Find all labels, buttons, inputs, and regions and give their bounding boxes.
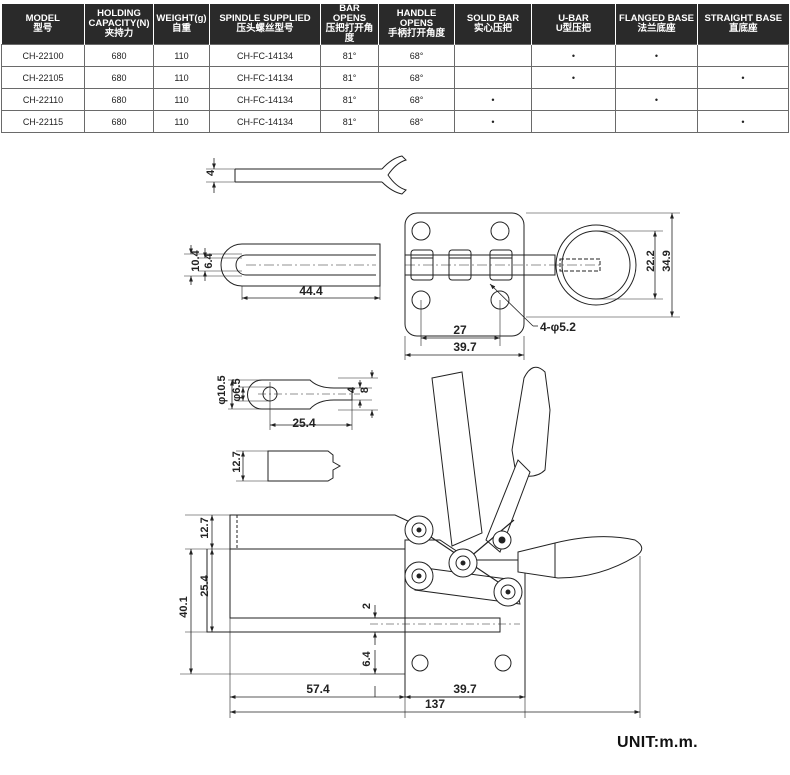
dim-spindle-inner: φ6.5 [231,378,243,401]
dim-side-top: 12.7 [199,517,211,538]
dim-side-base: 6.4 [361,650,373,666]
dim-spindle-slot-a: 4 [346,386,358,393]
dim-side-total: 40.1 [178,596,190,617]
cell-straight-base: • [697,110,789,133]
dim-hole-spacing: 27 [453,323,467,337]
dim-bar-length: 44.4 [299,284,323,298]
table-row: CH-22115 680 110 CH-FC-14134 81° 68° • • [1,110,789,133]
dim-solid-bar-height: 12.7 [231,451,243,472]
top-view-dimension-lines [189,213,674,357]
dim-spindle-outer: φ10.5 [216,375,228,404]
dim-spindle-length: 25.4 [292,416,316,430]
dim-slot-inner: 6.4 [203,252,215,268]
dim-spindle-slot-b: 8 [359,387,371,393]
dim-side-reach: 57.4 [306,682,330,696]
dim-side-base-width: 39.7 [453,682,477,696]
header-holding-capacity: HOLDING CAPACITY(N)夹持力 [84,4,154,45]
dim-circle-inner: 22.2 [645,250,657,271]
unit-label: UNIT:m.m. [617,734,698,751]
table-row: CH-22105 680 110 CH-FC-14134 81° 68° • • [1,66,789,89]
side-view-dimension-lines [189,515,640,714]
table-row: CH-22100 680 110 CH-FC-14134 81° 68° • • [1,44,789,67]
dim-bar-thickness: 4 [205,169,217,176]
ubar-thickness-view [206,155,407,195]
cell-capacity: 680 [84,110,154,133]
solid-bar-view [236,450,342,482]
top-view [184,212,680,360]
dim-base-width: 39.7 [453,340,477,354]
header-weight: WEIGHT(g)自重 [153,4,210,45]
dim-circle-outer: 34.9 [661,250,673,271]
dim-holes: 4-φ5.2 [540,320,576,334]
side-view [206,366,643,698]
spindle-dimension-lines [230,370,374,427]
dim-side-mid: 25.4 [199,574,211,596]
dim-slot-outer: 10.4 [190,249,202,271]
dim-overall-length: 137 [425,697,445,711]
dim-side-gap: 2 [361,603,373,609]
